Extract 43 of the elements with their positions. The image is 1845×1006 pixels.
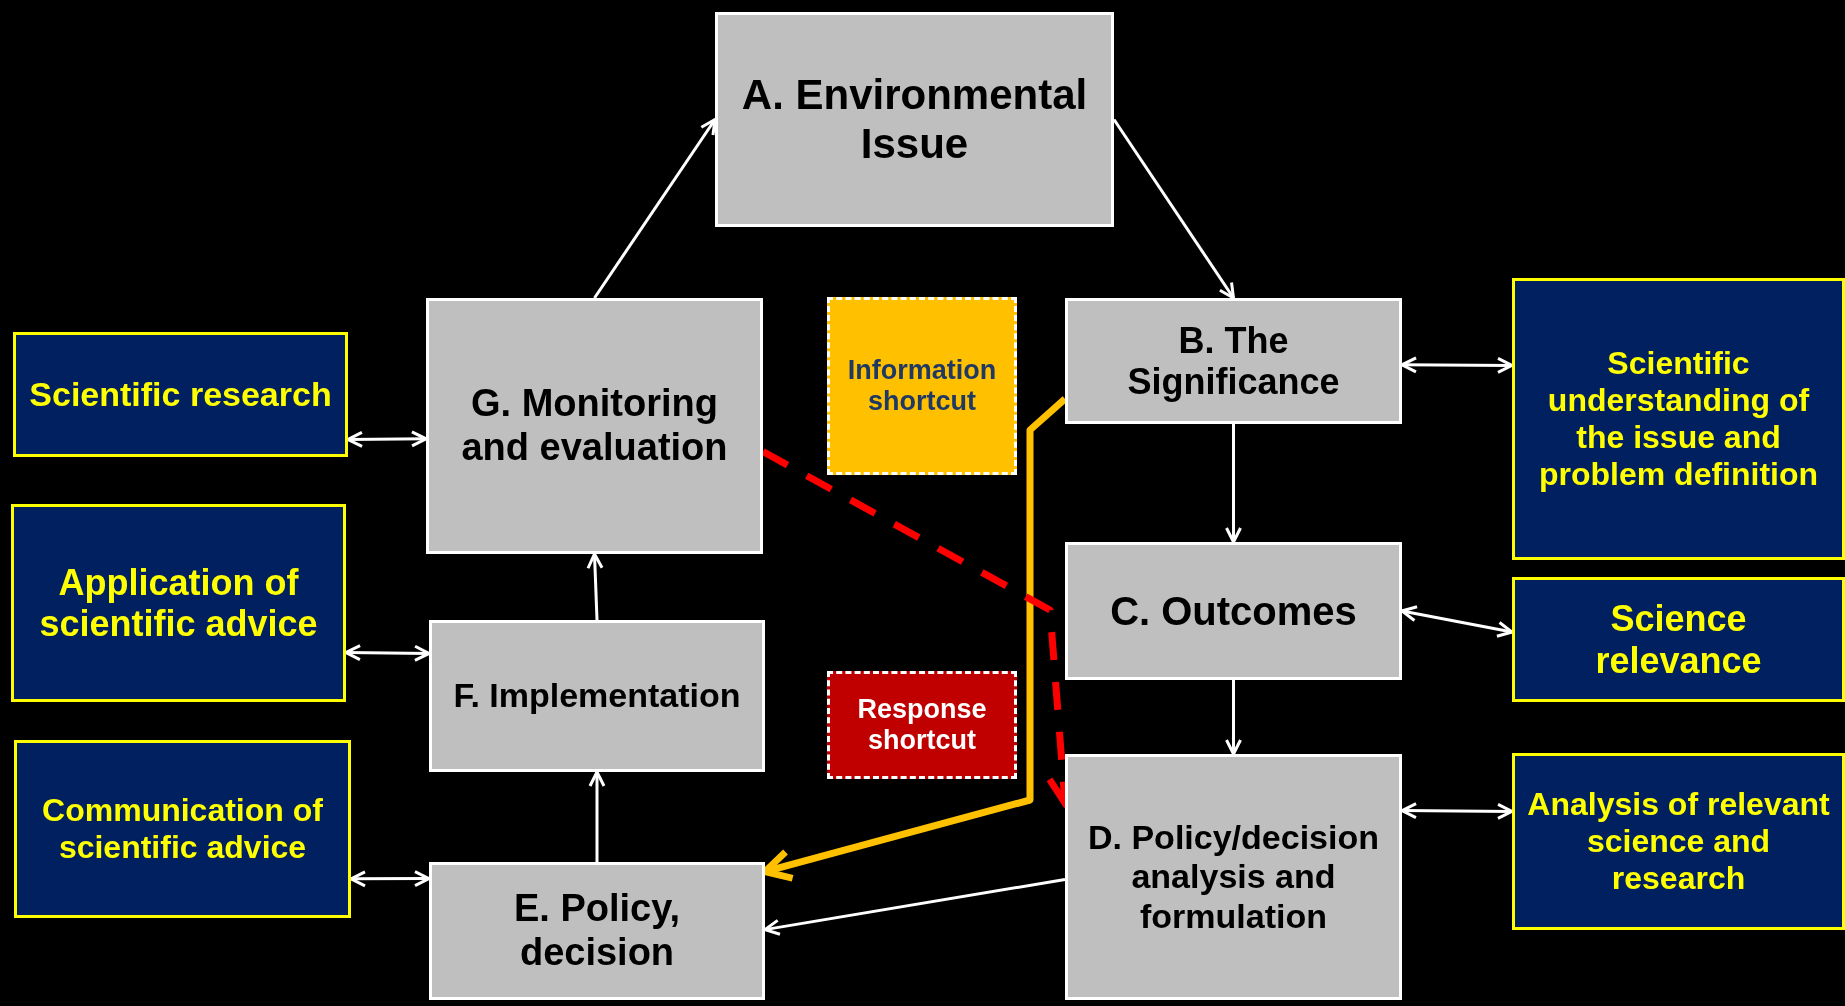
arrow bbox=[344, 644, 431, 662]
node-text: Response shortcut bbox=[856, 693, 988, 757]
node-text: Scientific understanding of the issue and problem definition bbox=[1537, 345, 1820, 493]
arrow bbox=[588, 770, 606, 862]
node-text: Information shortcut bbox=[846, 354, 998, 418]
arrow bbox=[586, 552, 604, 621]
science-box bbox=[11, 504, 346, 702]
arrow bbox=[763, 878, 1066, 936]
process-box bbox=[715, 12, 1114, 227]
node-text: B. The Significance bbox=[1126, 319, 1341, 403]
shortcut-box bbox=[827, 671, 1017, 779]
node-text: Scientific research bbox=[29, 374, 332, 415]
science-box bbox=[1512, 753, 1845, 930]
arrow bbox=[1112, 118, 1235, 300]
arrow bbox=[1400, 605, 1514, 638]
arrow bbox=[346, 430, 428, 448]
node-text: F. Implementation bbox=[453, 676, 741, 716]
arrow bbox=[1400, 802, 1514, 820]
process-box bbox=[1065, 754, 1402, 1000]
process-box bbox=[426, 298, 763, 554]
science-box bbox=[13, 332, 348, 457]
node-text: A. Environmental Issue bbox=[740, 71, 1089, 168]
arrow bbox=[593, 118, 717, 299]
arrow bbox=[1225, 680, 1242, 756]
shortcut-box bbox=[827, 297, 1017, 475]
node-text: C. Outcomes bbox=[1110, 588, 1357, 634]
arrow bbox=[1400, 356, 1514, 374]
science-box bbox=[14, 740, 351, 918]
node-text: Application of scientific advice bbox=[38, 561, 319, 645]
node-text: Analysis of relevant science and research bbox=[1526, 786, 1831, 897]
arrow bbox=[349, 870, 431, 888]
process-box bbox=[1065, 298, 1402, 424]
process-box bbox=[1065, 542, 1402, 680]
node-text: Science relevance bbox=[1594, 598, 1763, 681]
process-box bbox=[429, 862, 765, 1000]
science-box bbox=[1512, 278, 1845, 560]
node-text: G. Monitoring and evaluation bbox=[460, 382, 729, 470]
node-text: D. Policy/decision analysis and formulation bbox=[1087, 818, 1380, 936]
science-box bbox=[1512, 577, 1845, 702]
node-text: E. Policy, decision bbox=[512, 887, 682, 975]
arrow bbox=[1225, 424, 1242, 544]
node-text: Communication of scientific advice bbox=[41, 792, 324, 866]
process-box bbox=[429, 620, 765, 772]
